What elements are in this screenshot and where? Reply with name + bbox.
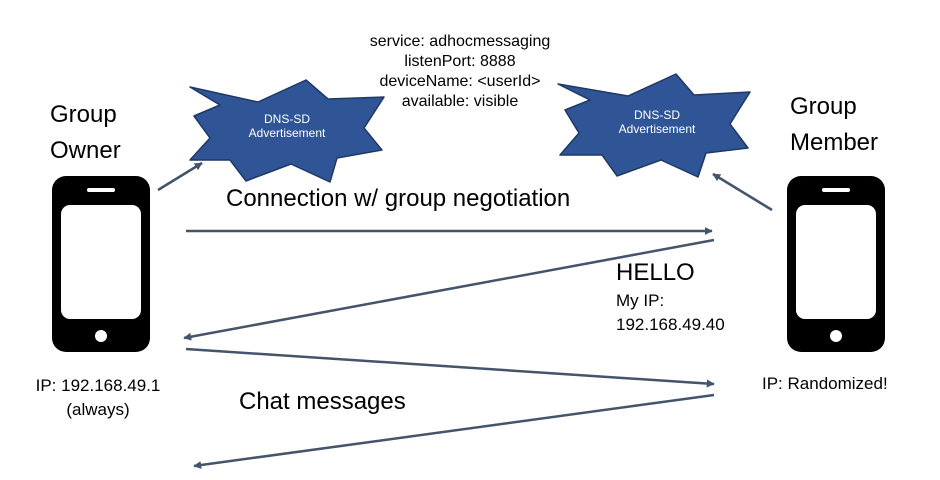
group-owner-label-line2: Owner bbox=[50, 137, 121, 164]
chat-messages-label: Chat messages bbox=[239, 388, 406, 415]
advertisement-text-left: DNS-SD Advertisement bbox=[247, 112, 327, 141]
service-record-port: listenPort: 8888 bbox=[404, 53, 516, 70]
group-member-label-line2: Member bbox=[790, 129, 879, 156]
advertisement-burst-left bbox=[189, 79, 385, 183]
service-record-service: service: adhocmessaging bbox=[369, 33, 551, 50]
connection-label: Connection w/ group negotiation bbox=[226, 185, 571, 212]
group-owner-label: Group Owner bbox=[50, 97, 121, 169]
advertisement-burst-right bbox=[557, 73, 751, 178]
group-owner-ip: IP: 192.168.49.1 (always) bbox=[8, 374, 188, 422]
service-record-availability: available: visible bbox=[401, 93, 519, 110]
my-ip-value: 192.168.49.40 bbox=[616, 315, 725, 334]
group-owner-phone-icon bbox=[52, 176, 150, 352]
my-ip-block: My IP: 192.168.49.40 bbox=[616, 289, 725, 337]
service-record: service: adhocmessaging listenPort: 8888… bbox=[330, 32, 590, 112]
advertisement-right-line2: Advertisement bbox=[618, 122, 696, 137]
group-member-label: Group Member bbox=[790, 89, 878, 161]
hello-label: HELLO bbox=[616, 259, 695, 286]
arrow-chat-to-member bbox=[185, 347, 715, 388]
group-owner-label-line1: Group bbox=[50, 101, 117, 128]
group-member-phone-icon bbox=[787, 176, 885, 352]
advertisement-left-line1: DNS-SD bbox=[263, 112, 310, 126]
arrow-hello bbox=[183, 238, 715, 341]
advertisement-left-line2: Advertisement bbox=[248, 126, 326, 141]
arrow-chat-to-owner bbox=[193, 393, 715, 469]
group-member-label-line1: Group bbox=[790, 93, 857, 120]
my-ip-label: My IP: bbox=[616, 291, 665, 310]
advertisement-text-right: DNS-SD Advertisement bbox=[617, 108, 697, 137]
group-owner-ip-note: (always) bbox=[66, 400, 130, 419]
advertisement-right-line1: DNS-SD bbox=[633, 108, 680, 122]
arrow-owner-advertise bbox=[157, 161, 203, 192]
group-member-ip: IP: Randomized! bbox=[762, 374, 888, 393]
arrow-member-advertise bbox=[712, 172, 773, 212]
service-record-device-name: deviceName: <userId> bbox=[379, 73, 541, 90]
group-owner-ip-address: IP: 192.168.49.1 bbox=[35, 376, 161, 395]
